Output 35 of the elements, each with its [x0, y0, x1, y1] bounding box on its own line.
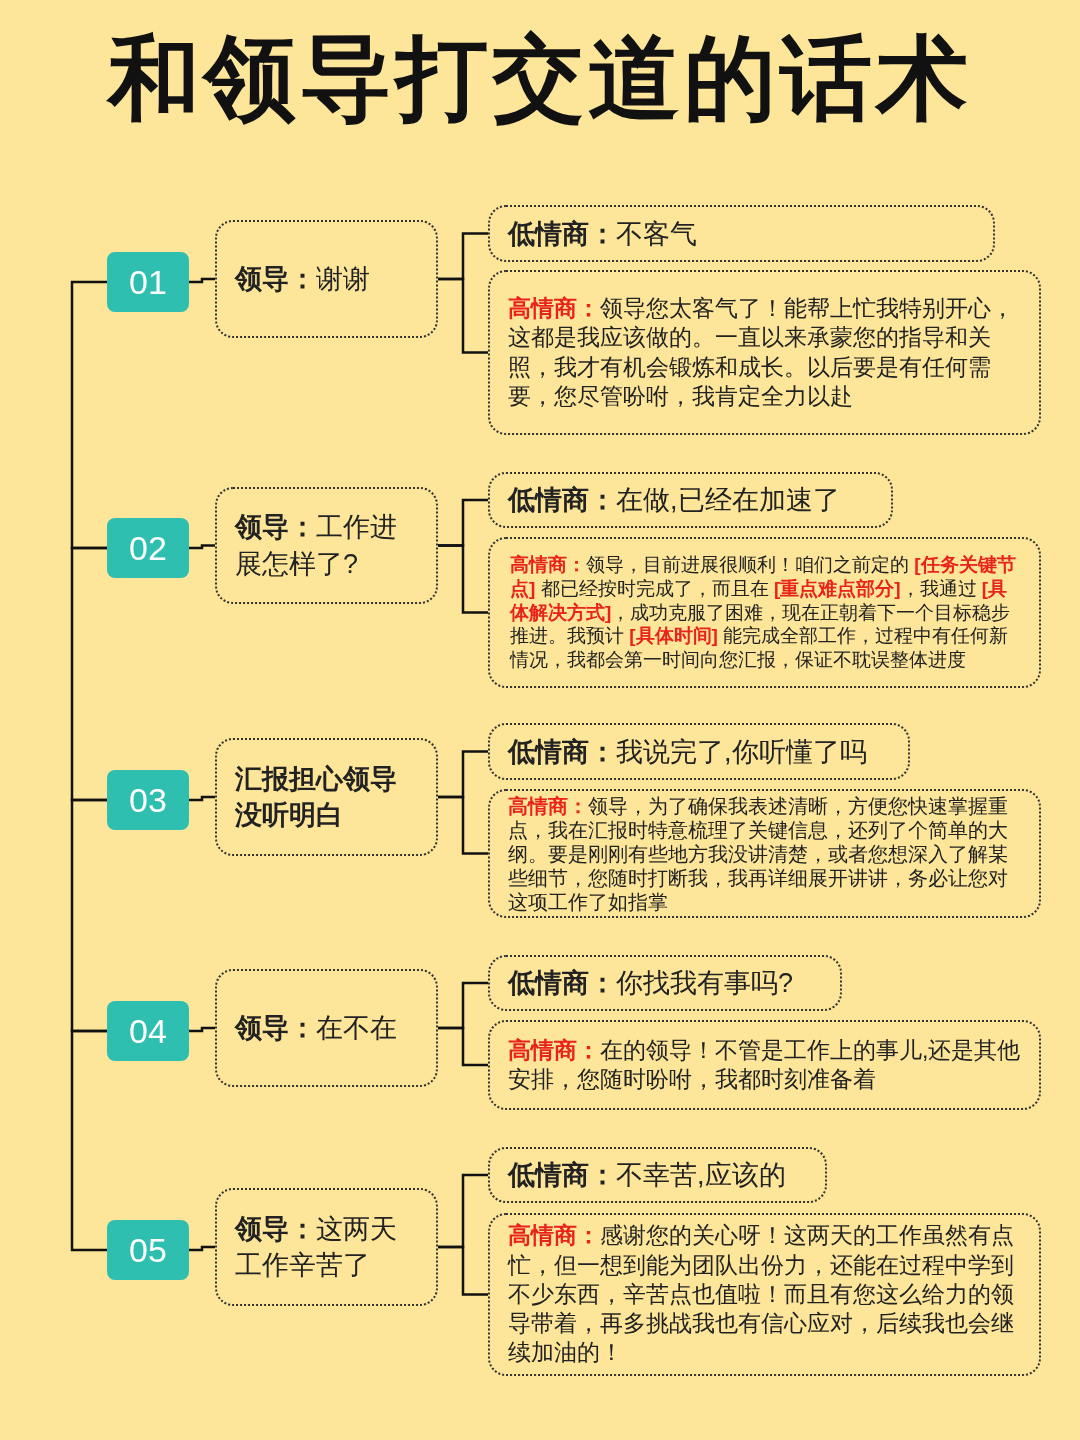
question-box: 领导：这两天工作辛苦了 [215, 1188, 438, 1306]
connector-line [70, 798, 107, 1033]
connector-line [189, 795, 215, 802]
low-eq-reply-box: 低情商：不幸苦,应该的 [488, 1147, 827, 1203]
connector-line [189, 1026, 215, 1033]
low-eq-reply-box: 低情商：我说完了,你听懂了吗 [488, 723, 910, 780]
low-eq-reply-box: 低情商：不客气 [488, 205, 995, 262]
connector-line [189, 1245, 215, 1252]
connector-line [189, 544, 215, 550]
high-eq-reply-box: 高情商：领导，为了确保我表述清晰，方便您快速掌握重点，我在汇报时特意梳理了关键信息，还列了个简单的大纲。要是刚刚有些地方我没讲清楚，或者您想深入了解某些细节，您随时打断我，我再详细展开讲讲，务必让您对这项工作了如指掌 [488, 789, 1041, 918]
number-badge: 03 [107, 770, 189, 830]
question-box: 领导：在不在 [215, 969, 438, 1087]
question-box: 领导：谢谢 [215, 220, 438, 338]
number-badge: 01 [107, 252, 189, 312]
low-eq-reply-box: 低情商：你找我有事吗? [488, 955, 842, 1011]
question-box: 汇报担心领导没听明白 [215, 738, 438, 856]
connector-line [438, 795, 488, 855]
high-eq-reply-box: 高情商：在的领导！不管是工作上的事儿,还是其他安排，您随时吩咐，我都时刻准备着 [488, 1020, 1041, 1110]
low-eq-reply-box: 低情商：在做,已经在加速了 [488, 472, 893, 528]
high-eq-reply-box: 高情商：领导，目前进展很顺利！咱们之前定的 [任务关键节点] 都已经按时完成了，而且在 [重点难点部分]，我通过 [具体解决方式]，成功克服了困难，现在正朝着下一个目标稳步推进。我预计 [具体时间] 能完成全部工作，过程中有任何新情况，我都会第一时间向您汇报，保证不耽误整体进度 [488, 537, 1041, 688]
number-badge: 05 [107, 1220, 189, 1280]
connector-line [70, 280, 107, 550]
connector-line [189, 277, 215, 284]
question-box: 领导：工作进展怎样了? [215, 487, 438, 604]
connector-line [438, 277, 488, 354]
number-badge: 04 [107, 1001, 189, 1061]
connector-line [70, 546, 107, 802]
high-eq-reply-box: 高情商：感谢您的关心呀！这两天的工作虽然有点忙，但一想到能为团队出份力，还能在过程中学到不少东西，辛苦点也值啦！而且有您这么给力的领导带着，再多挑战我也有信心应对，后续我也会继续加油的！ [488, 1213, 1041, 1376]
title: 和领导打交道的话术 [105, 28, 973, 130]
connector-line [70, 1029, 107, 1252]
high-eq-reply-box: 高情商：领导您太客气了！能帮上忙我特别开心，这都是我应该做的。一直以来承蒙您的指导和关照，我才有机会锻炼和成长。以后要是有任何需要，您尽管吩咐，我肯定全力以赴 [488, 270, 1041, 435]
connector-line [438, 1026, 488, 1067]
number-badge: 02 [107, 518, 189, 578]
connector-line [438, 544, 488, 614]
connector-line [438, 1245, 488, 1296]
